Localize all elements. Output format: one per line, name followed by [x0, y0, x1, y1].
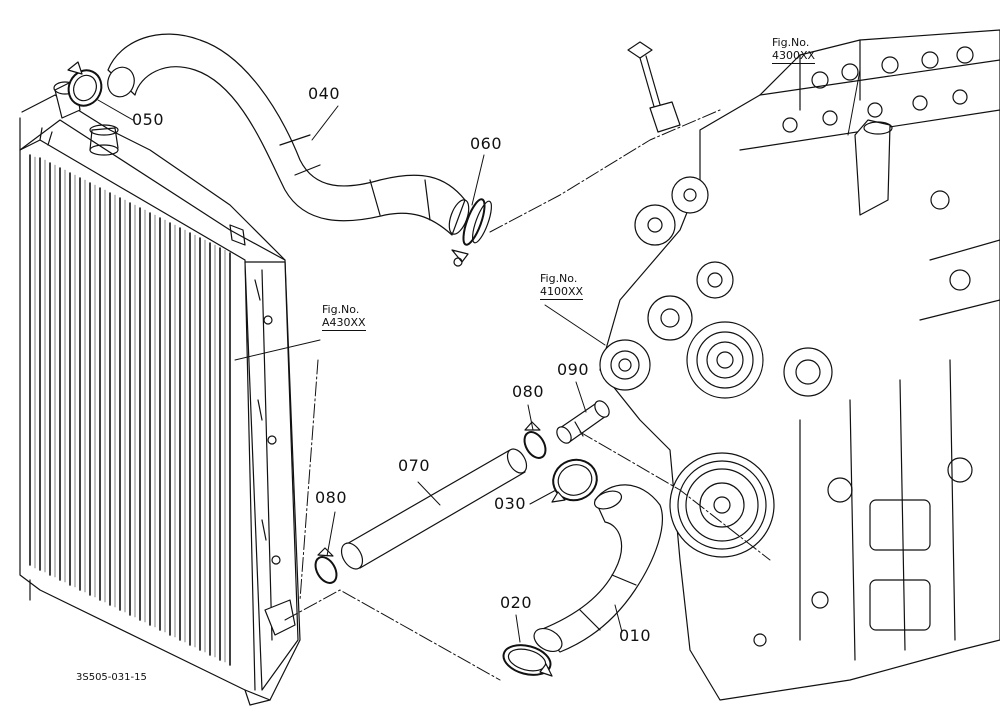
part-label-070: 070 [398, 456, 431, 475]
hose-clamp-020 [502, 644, 553, 677]
upper-radiator-hose [107, 33, 470, 236]
part-label-090: 090 [557, 360, 590, 379]
drawing-number: 3S505-031-15 [76, 672, 147, 683]
fig-ref-engine-pump-code: 4100XX [540, 285, 584, 300]
fig-ref-radiator-caption: Fig.No. [322, 303, 360, 316]
hose-clamp-080-lower [314, 547, 338, 584]
fig-ref-engine-top: Fig.No. 4300XX [772, 36, 816, 64]
fig-ref-engine-top-code: 4300XX [772, 49, 816, 64]
fig-ref-radiator: Fig.No. A430XX [322, 303, 366, 331]
part-label-080-top: 080 [512, 382, 545, 401]
leader-lines [97, 69, 861, 681]
lower-radiator-hose [533, 484, 663, 653]
fig-ref-engine-pump: Fig.No. 4100XX [540, 272, 584, 300]
fig-ref-radiator-code: A430XX [322, 316, 366, 331]
hose-clamp-080-upper [523, 421, 547, 459]
part-label-010: 010 [619, 626, 652, 645]
part-label-050: 050 [132, 110, 165, 129]
hose-clamp-030 [551, 458, 598, 503]
radiator [19, 79, 301, 706]
part-label-030: 030 [494, 494, 527, 513]
fitting-090 [556, 400, 610, 444]
part-label-020: 020 [500, 593, 533, 612]
part-label-080-left: 080 [315, 488, 348, 507]
part-label-060: 060 [470, 134, 503, 153]
fig-ref-engine-pump-caption: Fig.No. [540, 272, 578, 285]
engine-block [599, 29, 1000, 701]
hose-clamp-060 [451, 198, 493, 267]
bypass-pipe-070 [340, 448, 528, 570]
fig-ref-engine-top-caption: Fig.No. [772, 36, 810, 49]
hose-clamp-050 [67, 61, 103, 107]
part-label-040: 040 [308, 84, 341, 103]
